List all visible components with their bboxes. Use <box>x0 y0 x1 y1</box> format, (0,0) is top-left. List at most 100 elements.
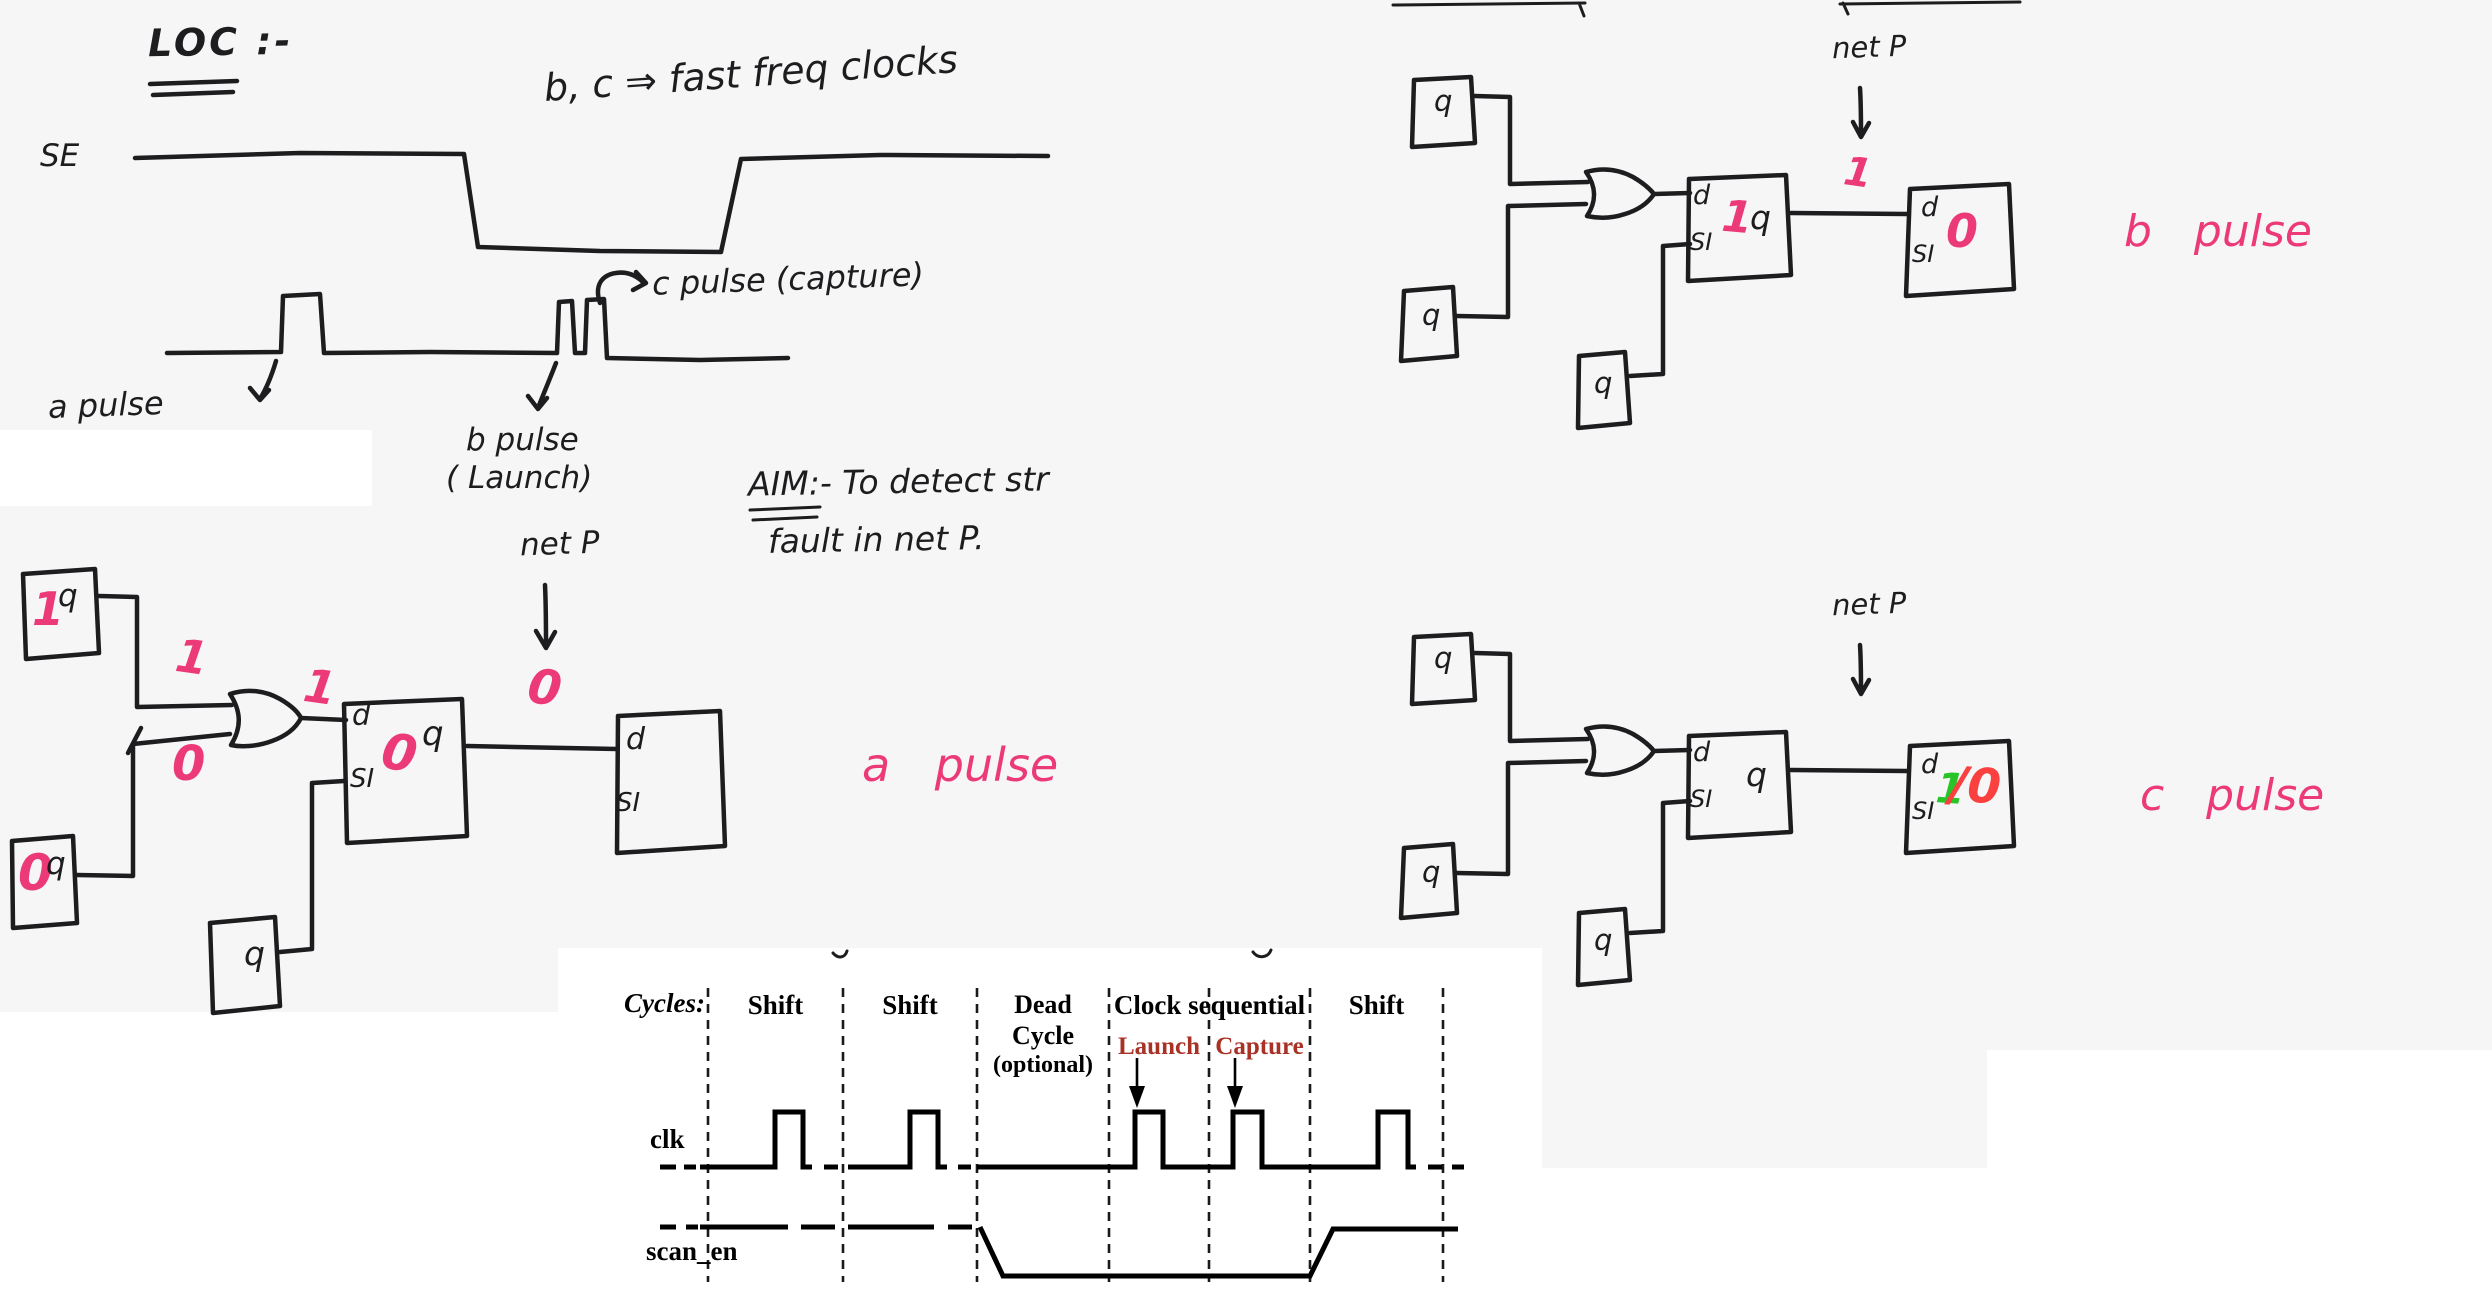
b-pulse-note: b pulse <box>466 422 579 458</box>
wire <box>1627 241 1693 379</box>
se-waveform <box>132 150 1051 255</box>
circuit-b-caption: b pulse <box>2124 206 2312 257</box>
page-title: LOC :- <box>147 18 294 66</box>
ff-value: 1 <box>32 582 65 636</box>
cropped-glyph <box>1251 948 1273 959</box>
pin-d: d <box>626 722 646 757</box>
pin-q: q <box>1594 366 1613 400</box>
white-patch <box>0 1012 558 1306</box>
flipflop-box <box>614 708 728 856</box>
ff-value: 0 <box>18 844 53 902</box>
circuit-a <box>9 566 728 1016</box>
flipflop-box <box>1685 172 1794 284</box>
a-pulse-note: a pulse <box>47 383 165 427</box>
pin-si: SI <box>1690 228 1713 256</box>
capture-arrow <box>1227 1058 1243 1108</box>
pin-d: d <box>1921 192 1939 223</box>
b-pulse-launch-note: ( Launch) <box>446 460 593 496</box>
loc-underline <box>147 78 240 98</box>
net-p-arrow <box>1850 85 1872 140</box>
cycle-shift-1: Shift <box>747 990 804 1020</box>
se-label: SE <box>40 138 80 174</box>
pin-q: q <box>1422 298 1441 332</box>
pin-q: q <box>244 934 265 973</box>
ff-fault-value: /0 <box>1948 756 2003 816</box>
cycle-dead-line2: Cycle <box>1011 1020 1075 1050</box>
pin-si: SI <box>1912 240 1935 268</box>
wire-tick <box>125 725 144 756</box>
wire <box>1472 650 1591 744</box>
aim-line2: fault in net P. <box>767 518 985 561</box>
pin-si: SI <box>616 788 641 818</box>
aim-line1: AIM:- To detect str <box>747 459 1050 504</box>
cycle-clock-sequential: Clock sequential <box>1113 990 1306 1020</box>
net-p-arrow <box>533 582 558 651</box>
cycle-shift-2: Shift <box>882 990 938 1020</box>
cycle-separators <box>706 988 1445 1282</box>
pin-q: q <box>46 846 66 882</box>
launch-label: Launch <box>1118 1033 1200 1060</box>
circuit-c <box>1398 631 2017 988</box>
clock-pulses-waveform <box>164 291 791 363</box>
cycle-shift-3: Shift <box>1348 990 1405 1020</box>
pin-si: SI <box>1690 785 1713 813</box>
wire <box>1788 767 1911 774</box>
c-pulse-arrow <box>595 269 649 306</box>
or-input-bottom-value: 0 <box>172 736 206 792</box>
cropped-glyph <box>831 949 849 959</box>
capture-label: Capture <box>1215 1033 1304 1060</box>
wire <box>1627 798 1693 936</box>
flipflop-box <box>1575 349 1633 431</box>
cycle-dead-line3: (optional) <box>992 1052 1093 1079</box>
pin-q: q <box>1594 923 1613 957</box>
pin-q: q <box>422 714 444 754</box>
b-pulse-arrow <box>525 360 559 412</box>
wire <box>74 731 233 879</box>
pin-d: d <box>1693 737 1711 768</box>
flipflop-box <box>207 914 283 1016</box>
flipflop-box <box>1575 906 1633 988</box>
wire <box>277 778 347 955</box>
scan-en-waveform <box>660 1224 1458 1279</box>
white-patch <box>1987 1050 2492 1306</box>
launch-arrow <box>1129 1058 1145 1108</box>
net-p-label: net P <box>1831 28 1907 66</box>
pin-d: d <box>352 698 371 732</box>
flipflop-box <box>1409 631 1478 707</box>
wire <box>298 715 349 723</box>
flipflop-box <box>341 696 470 846</box>
pin-q: q <box>1434 641 1453 675</box>
pin-si: SI <box>350 764 375 794</box>
net-p-label: net P <box>1831 585 1907 623</box>
ff-value: 0 <box>1946 204 1979 258</box>
a-pulse-arrow <box>247 358 279 403</box>
scan-timing-figure <box>660 948 1464 1282</box>
flipflop-box <box>20 566 102 662</box>
cycle-dead: Dead Cycle (optional) <box>977 990 1109 1080</box>
flipflop-box <box>1398 284 1460 364</box>
flipflop-box <box>1685 729 1794 841</box>
net-p-label: net P <box>519 524 601 564</box>
wire <box>1651 190 1693 197</box>
cropped-stroke-marks <box>1391 0 2022 18</box>
cycles-label: Cycles: <box>624 988 705 1018</box>
or-gate <box>1583 724 1657 777</box>
circuit-c-caption: c pulse <box>2140 770 2325 821</box>
cycle-dead-line1: Dead <box>1014 990 1072 1019</box>
pin-si: SI <box>1912 797 1935 825</box>
clk-label: clk <box>650 1124 685 1154</box>
aim-underline <box>748 505 822 522</box>
pin-d: d <box>1921 749 1939 780</box>
flipflop-box <box>9 833 80 931</box>
white-patch <box>0 430 372 506</box>
wire <box>1651 747 1693 754</box>
pin-d: d <box>1693 180 1711 211</box>
scan-en-label: scan_en <box>646 1236 738 1266</box>
circuit-a-caption: a pulse <box>862 738 1059 792</box>
wire <box>96 593 235 710</box>
net-p-arrow <box>1850 642 1872 697</box>
circuit-b <box>1398 74 2017 431</box>
flipflop-box <box>1903 738 2017 856</box>
